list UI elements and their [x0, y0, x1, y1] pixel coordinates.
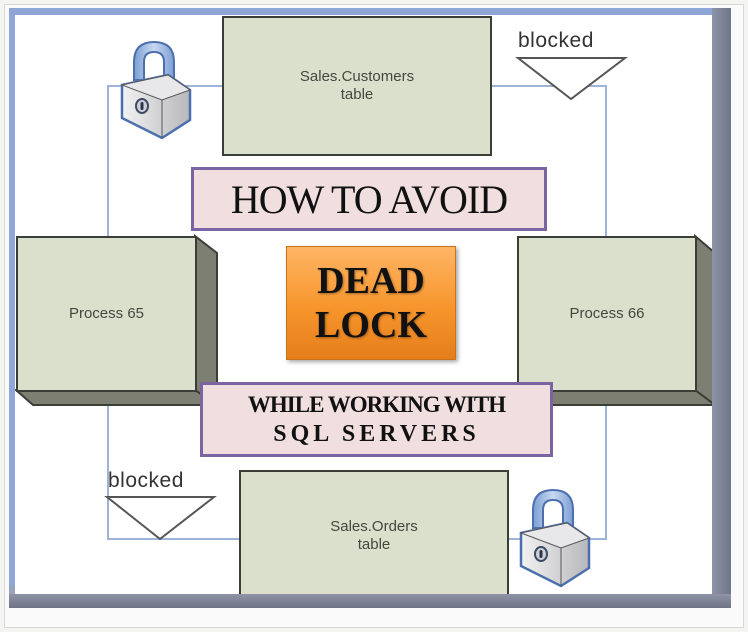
subtitle-box: WHILE WORKING WITH SQL SERVERS [200, 382, 553, 457]
title-line1: HOW TO AVOID [230, 176, 508, 222]
connector-bottom-left [107, 538, 239, 540]
dead-lock-badge: DEAD LOCK [286, 246, 456, 360]
sales-customers-table-box: Sales.Customers table [222, 16, 492, 156]
connector-top-right [492, 85, 606, 87]
sales-orders-table-box: Sales.Orders table [239, 470, 509, 594]
connector-left-lower [107, 390, 109, 540]
table-label: table [340, 86, 374, 103]
table-name: Sales.Orders [330, 518, 418, 535]
title-how-to-avoid: HOW TO AVOID [191, 167, 547, 231]
subtitle-line1: WHILE WORKING WITH [247, 391, 506, 417]
blocked-triangle-bottom [104, 496, 217, 541]
padlock-icon [120, 40, 192, 140]
process-66-box: Process 66 [517, 236, 697, 392]
blocked-triangle-top [515, 57, 628, 101]
connector-left-upper [107, 85, 109, 237]
connector-right-lower [605, 390, 607, 540]
dead-text: DEAD [317, 260, 425, 302]
table-label: table [357, 536, 391, 553]
process-65-box: Process 65 [16, 236, 197, 392]
padlock-icon [519, 488, 591, 588]
lock-text: LOCK [315, 304, 427, 346]
process-label: Process 66 [569, 305, 645, 322]
blocked-label-top: blocked [518, 29, 594, 52]
connector-right-upper [605, 85, 607, 237]
table-name: Sales.Customers [299, 68, 415, 85]
blocked-label-bottom: blocked [108, 469, 184, 492]
process-label: Process 65 [68, 305, 145, 322]
frame-right-shadow [712, 8, 731, 608]
frame-bottom-shadow [9, 594, 731, 608]
subtitle-line2: SQL SERVERS [273, 420, 480, 447]
diagram-canvas: Sales.Customers table Sales.Orders table… [15, 15, 712, 594]
